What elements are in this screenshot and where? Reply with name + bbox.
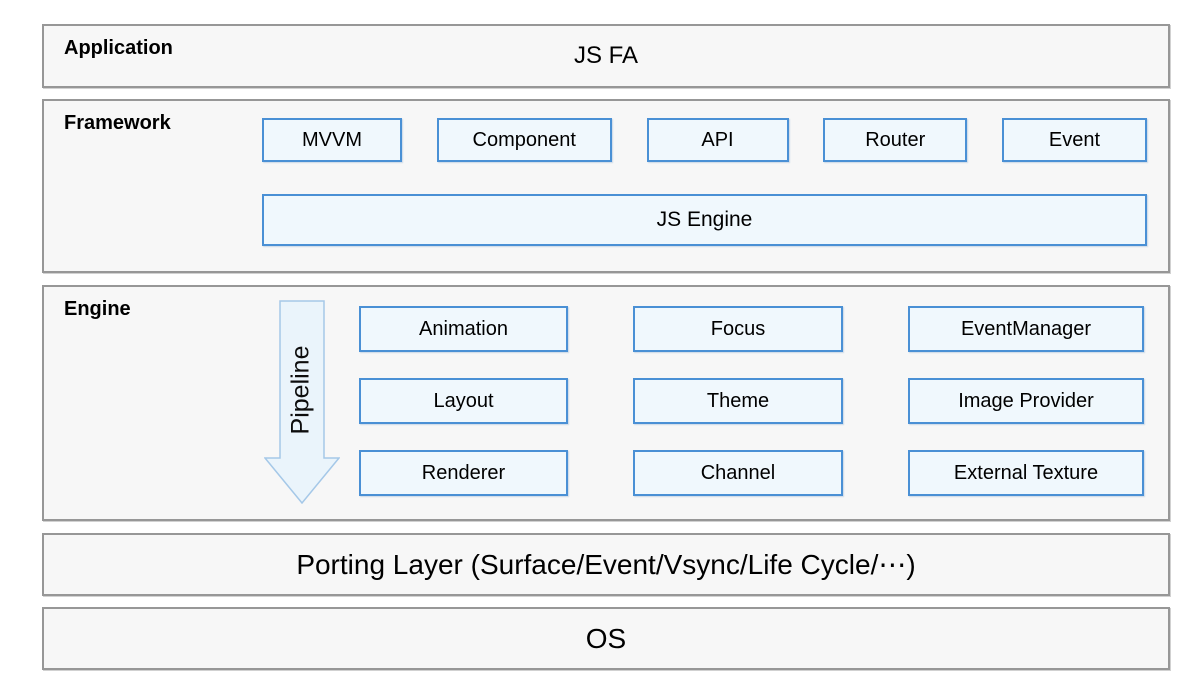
module-api: API bbox=[646, 118, 789, 162]
module-event-manager: EventManager bbox=[908, 306, 1144, 352]
module-theme: Theme bbox=[633, 378, 843, 424]
module-image-provider: Image Provider bbox=[908, 378, 1144, 424]
application-label: Application bbox=[64, 37, 173, 59]
layer-os: OS bbox=[42, 607, 1170, 670]
module-channel: Channel bbox=[633, 450, 843, 496]
pipeline-arrow-shape bbox=[264, 300, 340, 504]
module-js-engine: JS Engine bbox=[262, 194, 1147, 246]
layer-application: Application JS FA bbox=[42, 24, 1170, 88]
engine-module-grid: Animation Focus EventManager Layout Them… bbox=[359, 306, 1144, 496]
module-external-texture: External Texture bbox=[908, 450, 1144, 496]
layer-framework: Framework MVVM Component API Router Even… bbox=[42, 99, 1170, 273]
pipeline-arrow-label: Pipeline bbox=[287, 346, 315, 435]
pipeline-down-arrow-icon: Pipeline bbox=[264, 300, 340, 504]
framework-module-row: MVVM Component API Router Event bbox=[262, 118, 1147, 162]
application-content-js-fa: JS FA bbox=[573, 42, 639, 69]
module-animation: Animation bbox=[359, 306, 568, 352]
layer-engine: Engine Pipeline Animation Focus EventMan… bbox=[42, 285, 1170, 521]
module-mvvm: MVVM bbox=[262, 118, 402, 162]
os-label: OS bbox=[585, 622, 627, 654]
engine-label: Engine bbox=[64, 298, 131, 320]
module-renderer: Renderer bbox=[359, 450, 568, 496]
porting-layer-label: Porting Layer (Surface/Event/Vsync/Life … bbox=[296, 549, 916, 580]
layer-porting: Porting Layer (Surface/Event/Vsync/Life … bbox=[42, 533, 1170, 596]
module-event: Event bbox=[1002, 118, 1147, 162]
framework-label: Framework bbox=[64, 112, 171, 134]
module-component: Component bbox=[436, 118, 612, 162]
module-focus: Focus bbox=[633, 306, 843, 352]
module-layout: Layout bbox=[359, 378, 568, 424]
module-router: Router bbox=[823, 118, 968, 162]
